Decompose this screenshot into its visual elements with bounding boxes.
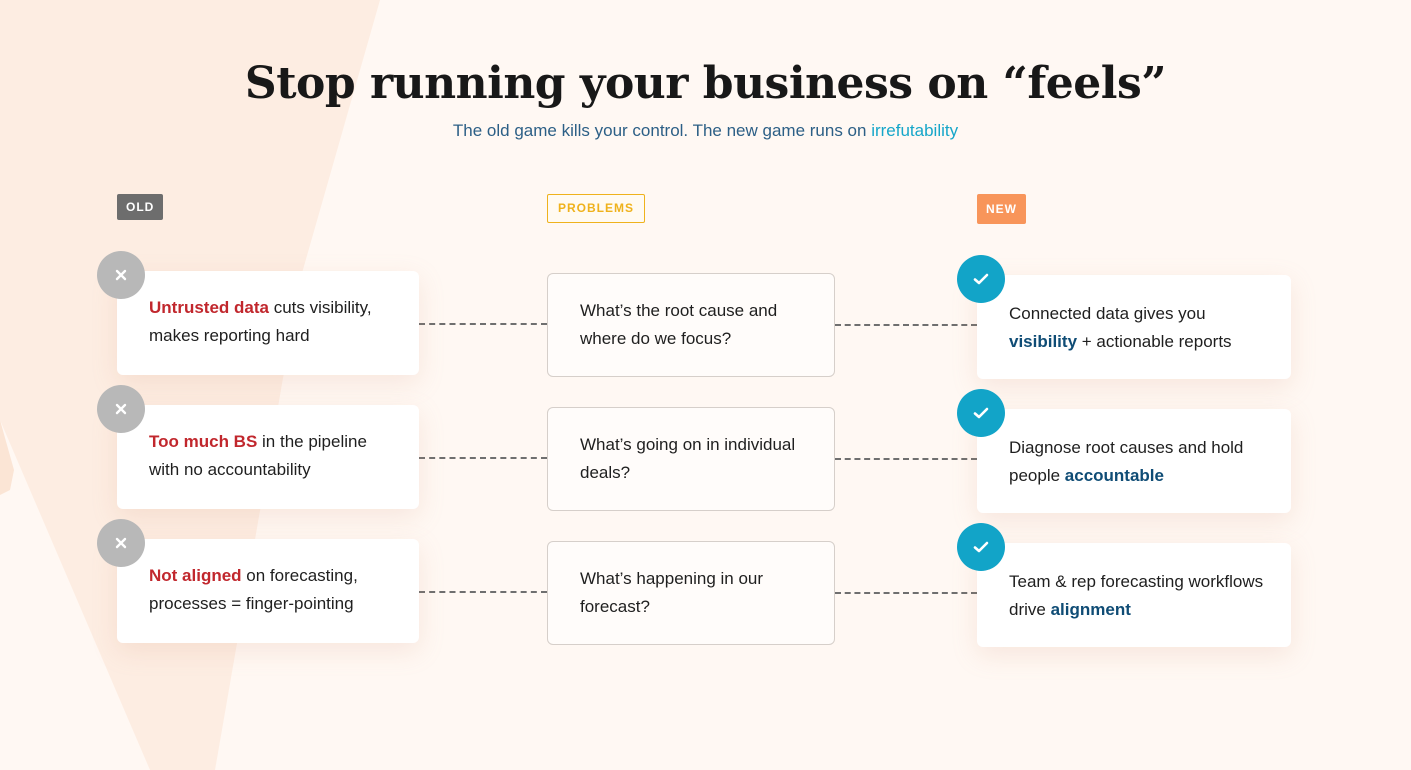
old-badge	[97, 519, 145, 567]
check-icon	[973, 273, 989, 285]
connector-line	[835, 324, 977, 326]
close-icon	[115, 269, 127, 281]
new-highlight: accountable	[1064, 466, 1164, 485]
problem-card: What’s going on in individual deals?	[547, 407, 835, 511]
new-text: Diagnose root causes and hold people	[1009, 438, 1244, 485]
new-column-tag: NEW	[977, 194, 1026, 224]
connector-line	[419, 323, 547, 325]
new-card: Diagnose root causes and hold people acc…	[977, 409, 1291, 513]
old-highlight: Too much BS	[149, 432, 258, 451]
subtitle-text: The old game kills your control. The new…	[452, 121, 872, 140]
old-card: Untrusted data cuts visibility, makes re…	[117, 271, 419, 375]
old-card: Not aligned on forecasting, processes = …	[117, 539, 419, 643]
old-highlight: Not aligned	[149, 566, 242, 585]
old-text: on forecasting, processes = finger-point…	[149, 566, 358, 613]
old-text: in the pipeline with no accountability	[149, 432, 367, 479]
new-text-after: + actionable reports	[1077, 332, 1232, 351]
new-badge	[957, 255, 1005, 303]
problem-card: What’s happening in our forecast?	[547, 541, 835, 645]
old-column-tag: OLD	[117, 194, 164, 220]
close-icon	[115, 403, 127, 415]
page-subtitle: The old game kills your control. The new…	[0, 121, 1411, 141]
check-icon	[973, 541, 989, 553]
new-badge	[957, 389, 1005, 437]
problems-column-tag: PROBLEMS	[547, 194, 646, 223]
new-text: Team & rep forecasting workflows drive	[1009, 572, 1264, 619]
connector-line	[419, 457, 547, 459]
old-card: Too much BS in the pipeline with no acco…	[117, 405, 419, 509]
old-badge	[97, 251, 145, 299]
new-highlight: alignment	[1050, 600, 1131, 619]
page-title: Stop running your business on “feels”	[244, 58, 1167, 109]
problem-card: What’s the root cause and where do we fo…	[547, 273, 835, 377]
new-card: Team & rep forecasting workflows drive a…	[977, 543, 1291, 647]
new-card: Connected data gives you visibility + ac…	[977, 275, 1291, 379]
old-text: cuts visibility, makes reporting hard	[149, 298, 372, 345]
new-highlight: visibility	[1009, 332, 1078, 351]
new-badge	[957, 523, 1005, 571]
connector-line	[419, 591, 547, 593]
connector-line	[835, 458, 977, 460]
check-icon	[973, 407, 989, 419]
new-text: Connected data gives you	[1009, 304, 1206, 323]
subtitle-accent: irrefutability	[871, 121, 959, 140]
close-icon	[115, 537, 127, 549]
old-highlight: Untrusted data	[149, 298, 269, 317]
old-badge	[97, 385, 145, 433]
connector-line	[835, 592, 977, 594]
